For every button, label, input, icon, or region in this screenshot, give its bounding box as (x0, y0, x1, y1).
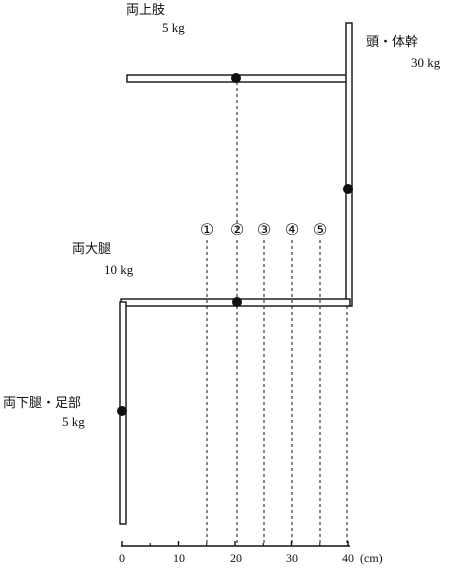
axis-tick-label-0: 0 (119, 551, 125, 565)
trunk-bar (345, 22, 353, 307)
axis-tick-label-10: 10 (173, 551, 185, 565)
shanks-center-of-mass-dot (117, 406, 127, 416)
marker-1: ① (200, 220, 214, 239)
marker-2: ② (230, 220, 244, 239)
arms-segment-name: 両上肢 (126, 3, 166, 18)
axis-tick-label-40: 40 (342, 551, 354, 565)
axis-minor-ticks (149, 543, 321, 546)
axis-tick-label-30: 30 (286, 551, 298, 565)
axis-tick-label-20: 20 (230, 551, 242, 565)
thighs-segment-mass: 10 kg (104, 262, 134, 277)
marker-5: ⑤ (313, 220, 327, 239)
axis-unit-label: (cm) (360, 551, 383, 565)
thighs-segment-name: 両大腿 (72, 242, 112, 257)
arms-center-of-mass-dot (231, 73, 241, 83)
shanks-segment-mass: 5 kg (62, 414, 85, 429)
marker-4: ④ (285, 220, 299, 239)
marker-3: ③ (257, 220, 271, 239)
trunk-segment-name: 頭・体幹 (366, 35, 419, 50)
trunk-center-of-mass-dot (343, 184, 353, 194)
trunk-segment-mass: 30 kg (411, 55, 441, 70)
thighs-center-of-mass-dot (232, 297, 242, 307)
shanks-segment-name: 両下腿・足部 (3, 396, 82, 411)
arms-segment-mass: 5 kg (162, 20, 185, 35)
axis-major-ticks (121, 541, 349, 546)
